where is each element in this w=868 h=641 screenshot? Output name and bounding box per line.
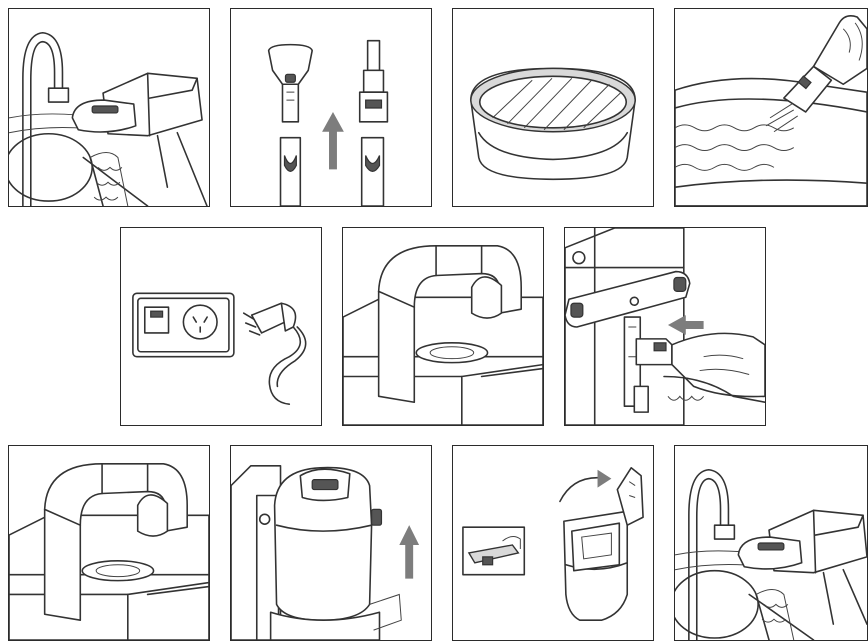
lift-tank-illustration	[231, 446, 431, 640]
panel-unit-handle-closeup	[342, 227, 544, 426]
up-arrow-icon	[399, 525, 419, 578]
nozzle-swap-illustration	[231, 9, 431, 206]
socket-icon	[183, 305, 217, 339]
panel-power-outlet-and-plug	[120, 227, 322, 426]
panel-insert-hose-connector	[564, 227, 766, 426]
panel-swap-nozzle-attachment	[230, 8, 432, 207]
tap-rinse-illustration	[9, 9, 209, 206]
handle-closeup-repeat-illustration	[9, 446, 209, 640]
washing-illustration	[675, 9, 867, 206]
dust-cup-illustration	[453, 446, 653, 640]
panel-round-filter-basket	[452, 8, 654, 207]
filter-basket-illustration	[453, 9, 653, 206]
outlet-plug-illustration	[121, 228, 321, 425]
panel-lift-tank-off	[230, 445, 432, 641]
panel-rinse-nozzle-under-tap-repeat	[674, 445, 868, 641]
up-arrow-icon	[322, 112, 344, 169]
curved-arrow-icon	[598, 470, 612, 488]
panel-unit-handle-closeup-repeat	[8, 445, 210, 641]
hose-connector-illustration	[565, 228, 765, 425]
tap-rinse-repeat-illustration	[675, 446, 867, 640]
handle-closeup-illustration	[343, 228, 543, 425]
panel-wash-filter-in-basin	[674, 8, 868, 207]
panel-open-dust-cup-lid	[452, 445, 654, 641]
panel-rinse-nozzle-under-tap	[8, 8, 210, 207]
